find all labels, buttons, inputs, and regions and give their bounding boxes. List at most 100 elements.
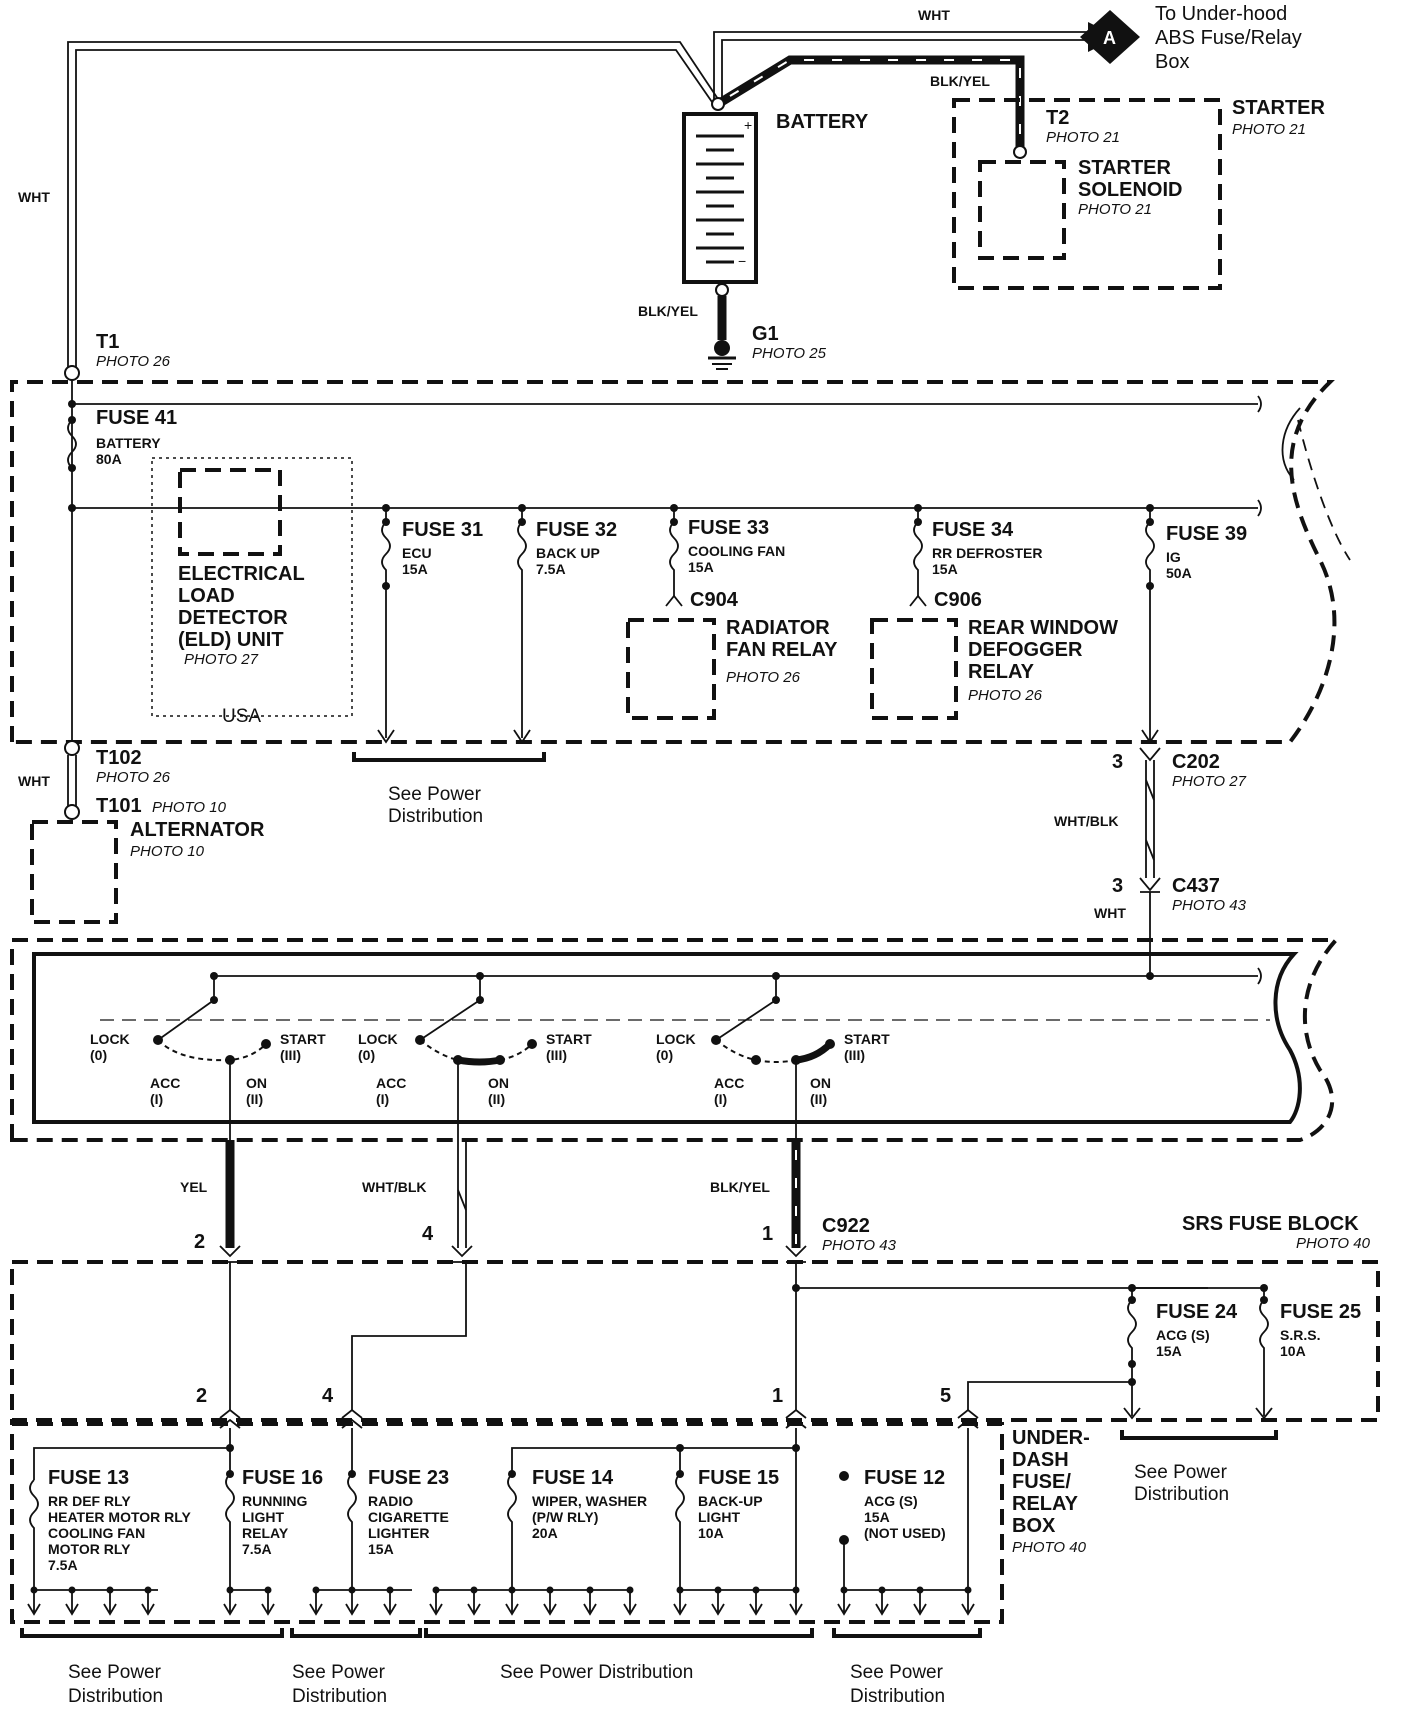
wire-wht-battery-a bbox=[713, 31, 1088, 102]
output-arrow bbox=[505, 1590, 519, 1616]
rail-junction bbox=[226, 1586, 234, 1594]
rear-window-photo: PHOTO 26 bbox=[968, 687, 1043, 704]
connector-a: A bbox=[1080, 10, 1140, 64]
battery-label: BATTERY bbox=[776, 111, 869, 133]
wire-label-blk-yel: BLK/YEL bbox=[710, 1179, 770, 1195]
fuse16-label: FUSE 16 bbox=[242, 1467, 323, 1489]
fuse-31-symbol bbox=[377, 504, 395, 744]
terminal-t2 bbox=[1013, 145, 1027, 159]
see-power-1-line1: See Power bbox=[388, 784, 482, 805]
wire-label-blk-yel-gnd: BLK/YEL bbox=[638, 303, 698, 319]
wire-label-wht-blk: WHT/BLK bbox=[362, 1179, 427, 1195]
ignition-switch-section-2 bbox=[415, 972, 537, 1066]
rail-junction bbox=[470, 1586, 478, 1594]
svg-text:A: A bbox=[1103, 28, 1116, 48]
alternator-photo: PHOTO 10 bbox=[130, 843, 205, 860]
underdash-photo: PHOTO 40 bbox=[1012, 1539, 1087, 1556]
terminal-t1 bbox=[64, 365, 80, 381]
t101-photo: PHOTO 10 bbox=[152, 799, 227, 816]
svg-text:(I): (I) bbox=[376, 1091, 389, 1107]
battery-minus: − bbox=[738, 253, 746, 269]
starter-label: STARTER bbox=[1232, 97, 1326, 119]
fuse34-label: FUSE 34 bbox=[932, 519, 1014, 541]
t102-photo: PHOTO 26 bbox=[96, 769, 171, 786]
pin-3a: 3 bbox=[1112, 751, 1123, 773]
c202-label: C202 bbox=[1172, 751, 1220, 773]
bracket-fuse31-32 bbox=[352, 752, 546, 762]
underdash-connectors bbox=[219, 1408, 979, 1429]
fuse-32-symbol bbox=[513, 504, 531, 744]
see-power-srs-2: Distribution bbox=[1134, 1484, 1229, 1505]
fuse15-desc-1: BACK-UP bbox=[698, 1493, 763, 1509]
fuse24-desc-2: 15A bbox=[1156, 1343, 1182, 1359]
fuse12-label: FUSE 12 bbox=[864, 1467, 945, 1489]
srs-block-label: SRS FUSE BLOCK bbox=[1182, 1213, 1359, 1235]
wire-label-wht-top: WHT bbox=[918, 7, 950, 23]
t101-label: T101 bbox=[96, 795, 142, 817]
fuse12-desc-2: 15A bbox=[864, 1509, 890, 1525]
alternator-label: ALTERNATOR bbox=[130, 819, 265, 841]
fuse32-label: FUSE 32 bbox=[536, 519, 617, 541]
see-power-d-1: See Power bbox=[850, 1662, 944, 1683]
fuse13-desc-2: HEATER MOTOR RLY bbox=[48, 1509, 192, 1525]
fuse15-desc-2: LIGHT bbox=[698, 1509, 740, 1525]
rail-junction bbox=[840, 1586, 848, 1594]
fuse-24-symbol bbox=[1127, 1288, 1137, 1416]
see-power-srs-1: See Power bbox=[1134, 1462, 1228, 1483]
fuse39-desc-2: 50A bbox=[1166, 565, 1192, 581]
fuse31-label: FUSE 31 bbox=[402, 519, 483, 541]
radiator-label-2: FAN RELAY bbox=[726, 639, 838, 661]
fuse14-label: FUSE 14 bbox=[532, 1467, 614, 1489]
pin-1: 1 bbox=[762, 1223, 773, 1245]
ignition-switch-section-1 bbox=[153, 972, 271, 1065]
bracket-srs bbox=[1120, 1430, 1278, 1440]
connector-c202 bbox=[1139, 747, 1161, 762]
rear-window-label-2: DEFOGGER bbox=[968, 639, 1083, 661]
fuse25-desc-2: 10A bbox=[1280, 1343, 1306, 1359]
svg-text:LOCK: LOCK bbox=[90, 1031, 130, 1047]
pin-5: 5 bbox=[940, 1385, 951, 1407]
c906-label: C906 bbox=[934, 589, 982, 611]
fuse41-desc-1: BATTERY bbox=[96, 435, 161, 451]
wire-label-wht-c437: WHT bbox=[1094, 905, 1126, 921]
rail-junction bbox=[916, 1586, 924, 1594]
see-power-b-2: Distribution bbox=[292, 1686, 387, 1707]
rail-junction bbox=[586, 1586, 594, 1594]
rear-window-label-1: REAR WINDOW bbox=[968, 617, 1118, 639]
ignition-switch-section-3 bbox=[711, 972, 835, 1065]
rail-junction bbox=[626, 1586, 634, 1594]
fuse16-desc-1: RUNNING bbox=[242, 1493, 307, 1509]
rail-junction bbox=[508, 1586, 516, 1594]
fuse12-desc-3: (NOT USED) bbox=[864, 1525, 946, 1541]
fuse12-desc-1: ACG (S) bbox=[864, 1493, 918, 1509]
fuse41-label: FUSE 41 bbox=[96, 407, 177, 429]
output-arrow bbox=[429, 1590, 443, 1616]
underdash-label-5: BOX bbox=[1012, 1515, 1056, 1537]
rail-junction bbox=[264, 1586, 272, 1594]
output-arrow bbox=[141, 1590, 155, 1616]
pin-4: 4 bbox=[422, 1223, 434, 1245]
terminal-t101 bbox=[64, 804, 80, 820]
fuse16-desc-2: LIGHT bbox=[242, 1509, 284, 1525]
terminal-t102 bbox=[64, 740, 80, 756]
t102-label: T102 bbox=[96, 747, 142, 769]
solenoid-label-2: SOLENOID bbox=[1078, 179, 1182, 201]
fuse16-desc-3: RELAY bbox=[242, 1525, 289, 1541]
see-power-1-line2: Distribution bbox=[388, 806, 483, 827]
output-arrow bbox=[583, 1590, 597, 1616]
fuse24-desc-1: ACG (S) bbox=[1156, 1327, 1210, 1343]
fuse39-desc-1: IG bbox=[1166, 549, 1181, 565]
fuse-34-symbol bbox=[909, 504, 927, 607]
rail-junction bbox=[546, 1586, 554, 1594]
fuse23-desc-1: RADIO bbox=[368, 1493, 413, 1509]
fuse-23-symbol bbox=[347, 1428, 357, 1590]
radiator-photo: PHOTO 26 bbox=[726, 669, 801, 686]
svg-text:(III): (III) bbox=[280, 1047, 301, 1063]
fuse33-label: FUSE 33 bbox=[688, 517, 769, 539]
pin-3b: 3 bbox=[1112, 875, 1123, 897]
fuse13-desc-4: MOTOR RLY bbox=[48, 1541, 131, 1557]
fuse33-desc-1: COOLING FAN bbox=[688, 543, 785, 559]
wire-label-wht-left: WHT bbox=[18, 189, 50, 205]
svg-text:(II): (II) bbox=[810, 1091, 827, 1107]
eld-photo: PHOTO 27 bbox=[184, 651, 259, 668]
